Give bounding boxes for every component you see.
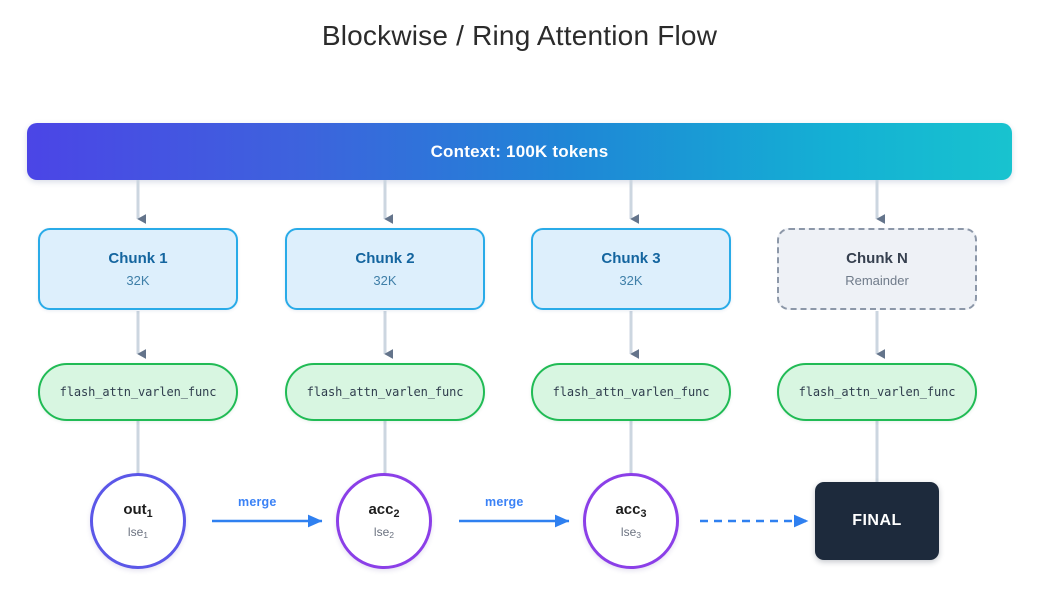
kernel-to-accumulator-connectors xyxy=(136,421,879,482)
merge-label-2: merge xyxy=(485,495,524,509)
chunk-title: Chunk 1 xyxy=(108,249,168,267)
page-title: Blockwise / Ring Attention Flow xyxy=(321,20,718,51)
accumulator-lse: lse1 xyxy=(127,525,149,541)
accumulator-lse: lse3 xyxy=(620,525,642,541)
kernel-pill-4[interactable]: flash_attn_varlen_func xyxy=(777,363,977,421)
merge-label-1: merge xyxy=(238,495,277,509)
accumulator-main: out1 xyxy=(123,501,153,521)
banner-to-chunk-connectors xyxy=(136,180,886,224)
kernel-label: flash_attn_varlen_func xyxy=(306,385,464,399)
context-banner-label: Context: 100K tokens xyxy=(430,141,609,161)
kernel-label: flash_attn_varlen_func xyxy=(798,385,956,399)
kernel-pill-2[interactable]: flash_attn_varlen_func xyxy=(285,363,485,421)
chunk-size: 32K xyxy=(373,272,397,288)
accumulator-main: acc2 xyxy=(368,501,400,521)
chunk-box-3[interactable]: Chunk 3 32K xyxy=(531,228,731,310)
chunk-size: 32K xyxy=(126,272,150,288)
kernel-pill-1[interactable]: flash_attn_varlen_func xyxy=(38,363,238,421)
kernel-pill-3[interactable]: flash_attn_varlen_func xyxy=(531,363,731,421)
final-box[interactable]: FINAL xyxy=(815,482,939,560)
accumulator-lse: lse2 xyxy=(373,525,395,541)
accumulator-circle-2[interactable]: acc2 lse2 xyxy=(336,473,432,569)
final-label: FINAL xyxy=(852,512,902,529)
chunk-size: 32K xyxy=(619,272,643,288)
kernel-label: flash_attn_varlen_func xyxy=(59,385,217,399)
chunk-title: Chunk 3 xyxy=(601,249,661,267)
chunk-to-kernel-connectors xyxy=(136,311,886,359)
chunk-box-1[interactable]: Chunk 1 32K xyxy=(38,228,238,310)
chunk-box-n[interactable]: Chunk N Remainder xyxy=(777,228,977,310)
accumulator-circle-3[interactable]: acc3 lse3 xyxy=(583,473,679,569)
accumulator-circle-1[interactable]: out1 lse1 xyxy=(90,473,186,569)
chunk-size: Remainder xyxy=(845,272,909,288)
chunk-title: Chunk N xyxy=(846,249,908,267)
context-banner: Context: 100K tokens xyxy=(27,123,1012,180)
chunk-title: Chunk 2 xyxy=(355,249,415,267)
kernel-label: flash_attn_varlen_func xyxy=(552,385,710,399)
chunk-box-2[interactable]: Chunk 2 32K xyxy=(285,228,485,310)
accumulator-main: acc3 xyxy=(615,501,647,521)
